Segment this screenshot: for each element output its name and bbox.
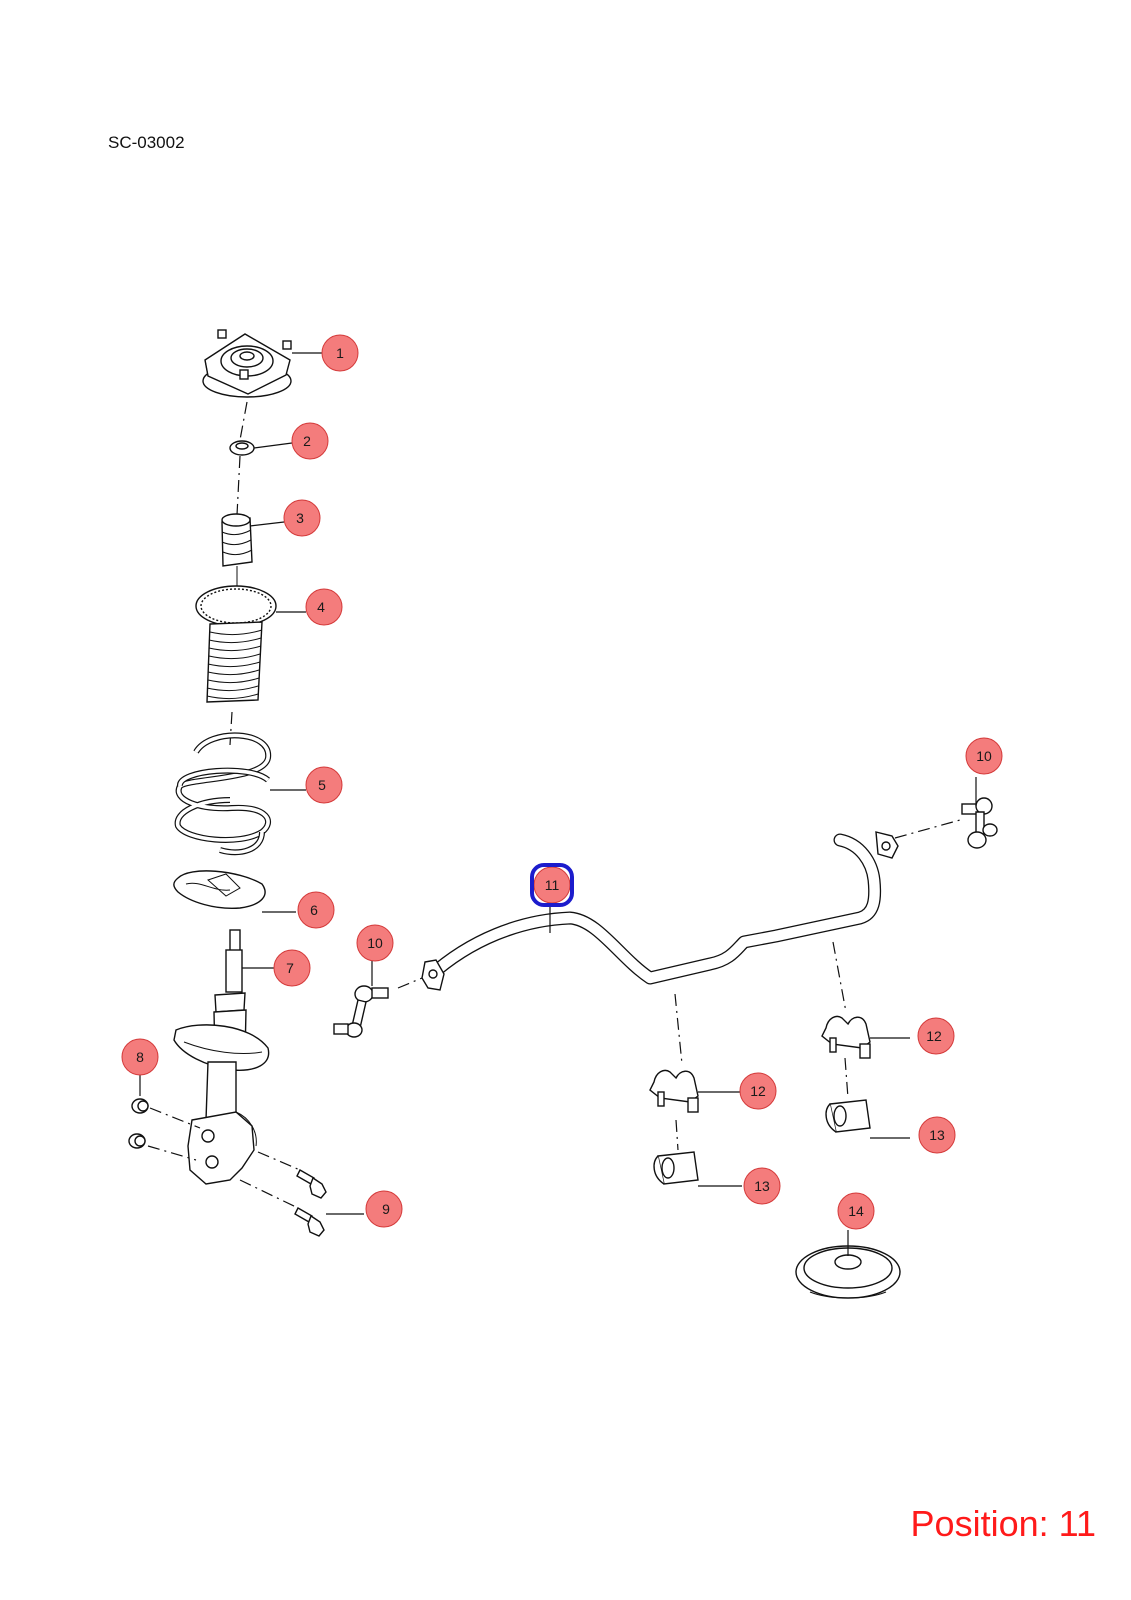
callout-label: 1 (336, 345, 344, 361)
callout-13-right[interactable]: 13 (918, 1116, 956, 1154)
callout-label: 6 (310, 902, 318, 918)
axis-line (844, 1057, 849, 1099)
axis-line (674, 993, 683, 1065)
callout-4[interactable]: 4 (305, 588, 343, 626)
axis-line (397, 977, 423, 989)
axis-line (675, 1119, 679, 1151)
leader-lines (139, 352, 977, 1256)
callouts: 1 2 3 4 5 6 7 8 (121, 334, 1003, 1230)
callout-5[interactable]: 5 (305, 766, 343, 804)
callout-label: 3 (296, 510, 304, 526)
part-stabilizer-link-right (961, 797, 998, 849)
part-bushing-right (825, 1099, 871, 1133)
part-bearing (229, 440, 255, 456)
callout-7[interactable]: 7 (273, 949, 311, 987)
callout-9[interactable]: 9 (365, 1190, 403, 1228)
part-cap (795, 1245, 901, 1299)
part-spring-seat-boot (195, 585, 277, 703)
callout-label: 10 (976, 748, 992, 764)
callout-11[interactable]: 11 (533, 866, 571, 904)
part-bump-stop (221, 513, 253, 586)
part-bracket-left (649, 1069, 699, 1113)
callout-3[interactable]: 3 (283, 499, 321, 537)
position-readout: Position: 11 (911, 1503, 1096, 1544)
axis-line (149, 1107, 201, 1129)
part-strut-mount (202, 329, 292, 398)
callout-8[interactable]: 8 (121, 1038, 159, 1076)
callout-label: 8 (136, 1049, 144, 1065)
axis-line (239, 1179, 299, 1209)
axis-line (147, 1145, 197, 1161)
part-bolts (294, 1169, 327, 1237)
axis-line (894, 819, 961, 839)
callout-13-left[interactable]: 13 (743, 1167, 781, 1205)
callout-label: 4 (317, 599, 325, 615)
diagram-code: SC-03002 (108, 133, 185, 152)
callout-label: 5 (318, 777, 326, 793)
callout-6[interactable]: 6 (297, 891, 335, 929)
callout-12-right[interactable]: 12 (917, 1017, 955, 1055)
callout-1[interactable]: 1 (321, 334, 359, 372)
callout-label: 9 (382, 1201, 390, 1217)
axis-line (239, 401, 248, 441)
axis-line (236, 455, 241, 516)
part-stabilizer-bar (421, 831, 899, 991)
selected-callout-highlight (530, 863, 574, 907)
callout-label: 2 (303, 433, 311, 449)
callout-label: 13 (929, 1127, 945, 1143)
callout-label: 11 (545, 877, 560, 893)
callout-14[interactable]: 14 (837, 1192, 875, 1230)
part-nuts (128, 1098, 149, 1149)
callout-label: 13 (754, 1178, 770, 1194)
callout-label: 12 (926, 1028, 942, 1044)
part-bracket-right (821, 1015, 871, 1059)
axis-line (257, 1151, 301, 1171)
part-lower-insulator (173, 870, 266, 910)
callout-label: 7 (286, 960, 294, 976)
axis-line (832, 941, 847, 1013)
callout-label: 14 (848, 1203, 864, 1219)
callout-10-right[interactable]: 10 (965, 737, 1003, 775)
callout-label: 10 (367, 935, 383, 951)
part-bushing-left (653, 1151, 699, 1185)
callout-10-left[interactable]: 10 (356, 924, 394, 962)
callout-2[interactable]: 2 (291, 422, 329, 460)
callout-label: 12 (750, 1083, 766, 1099)
part-coil-spring (174, 732, 272, 856)
part-stabilizer-link-left (333, 985, 389, 1038)
callout-12-left[interactable]: 12 (739, 1072, 777, 1110)
axis-line (229, 711, 233, 746)
